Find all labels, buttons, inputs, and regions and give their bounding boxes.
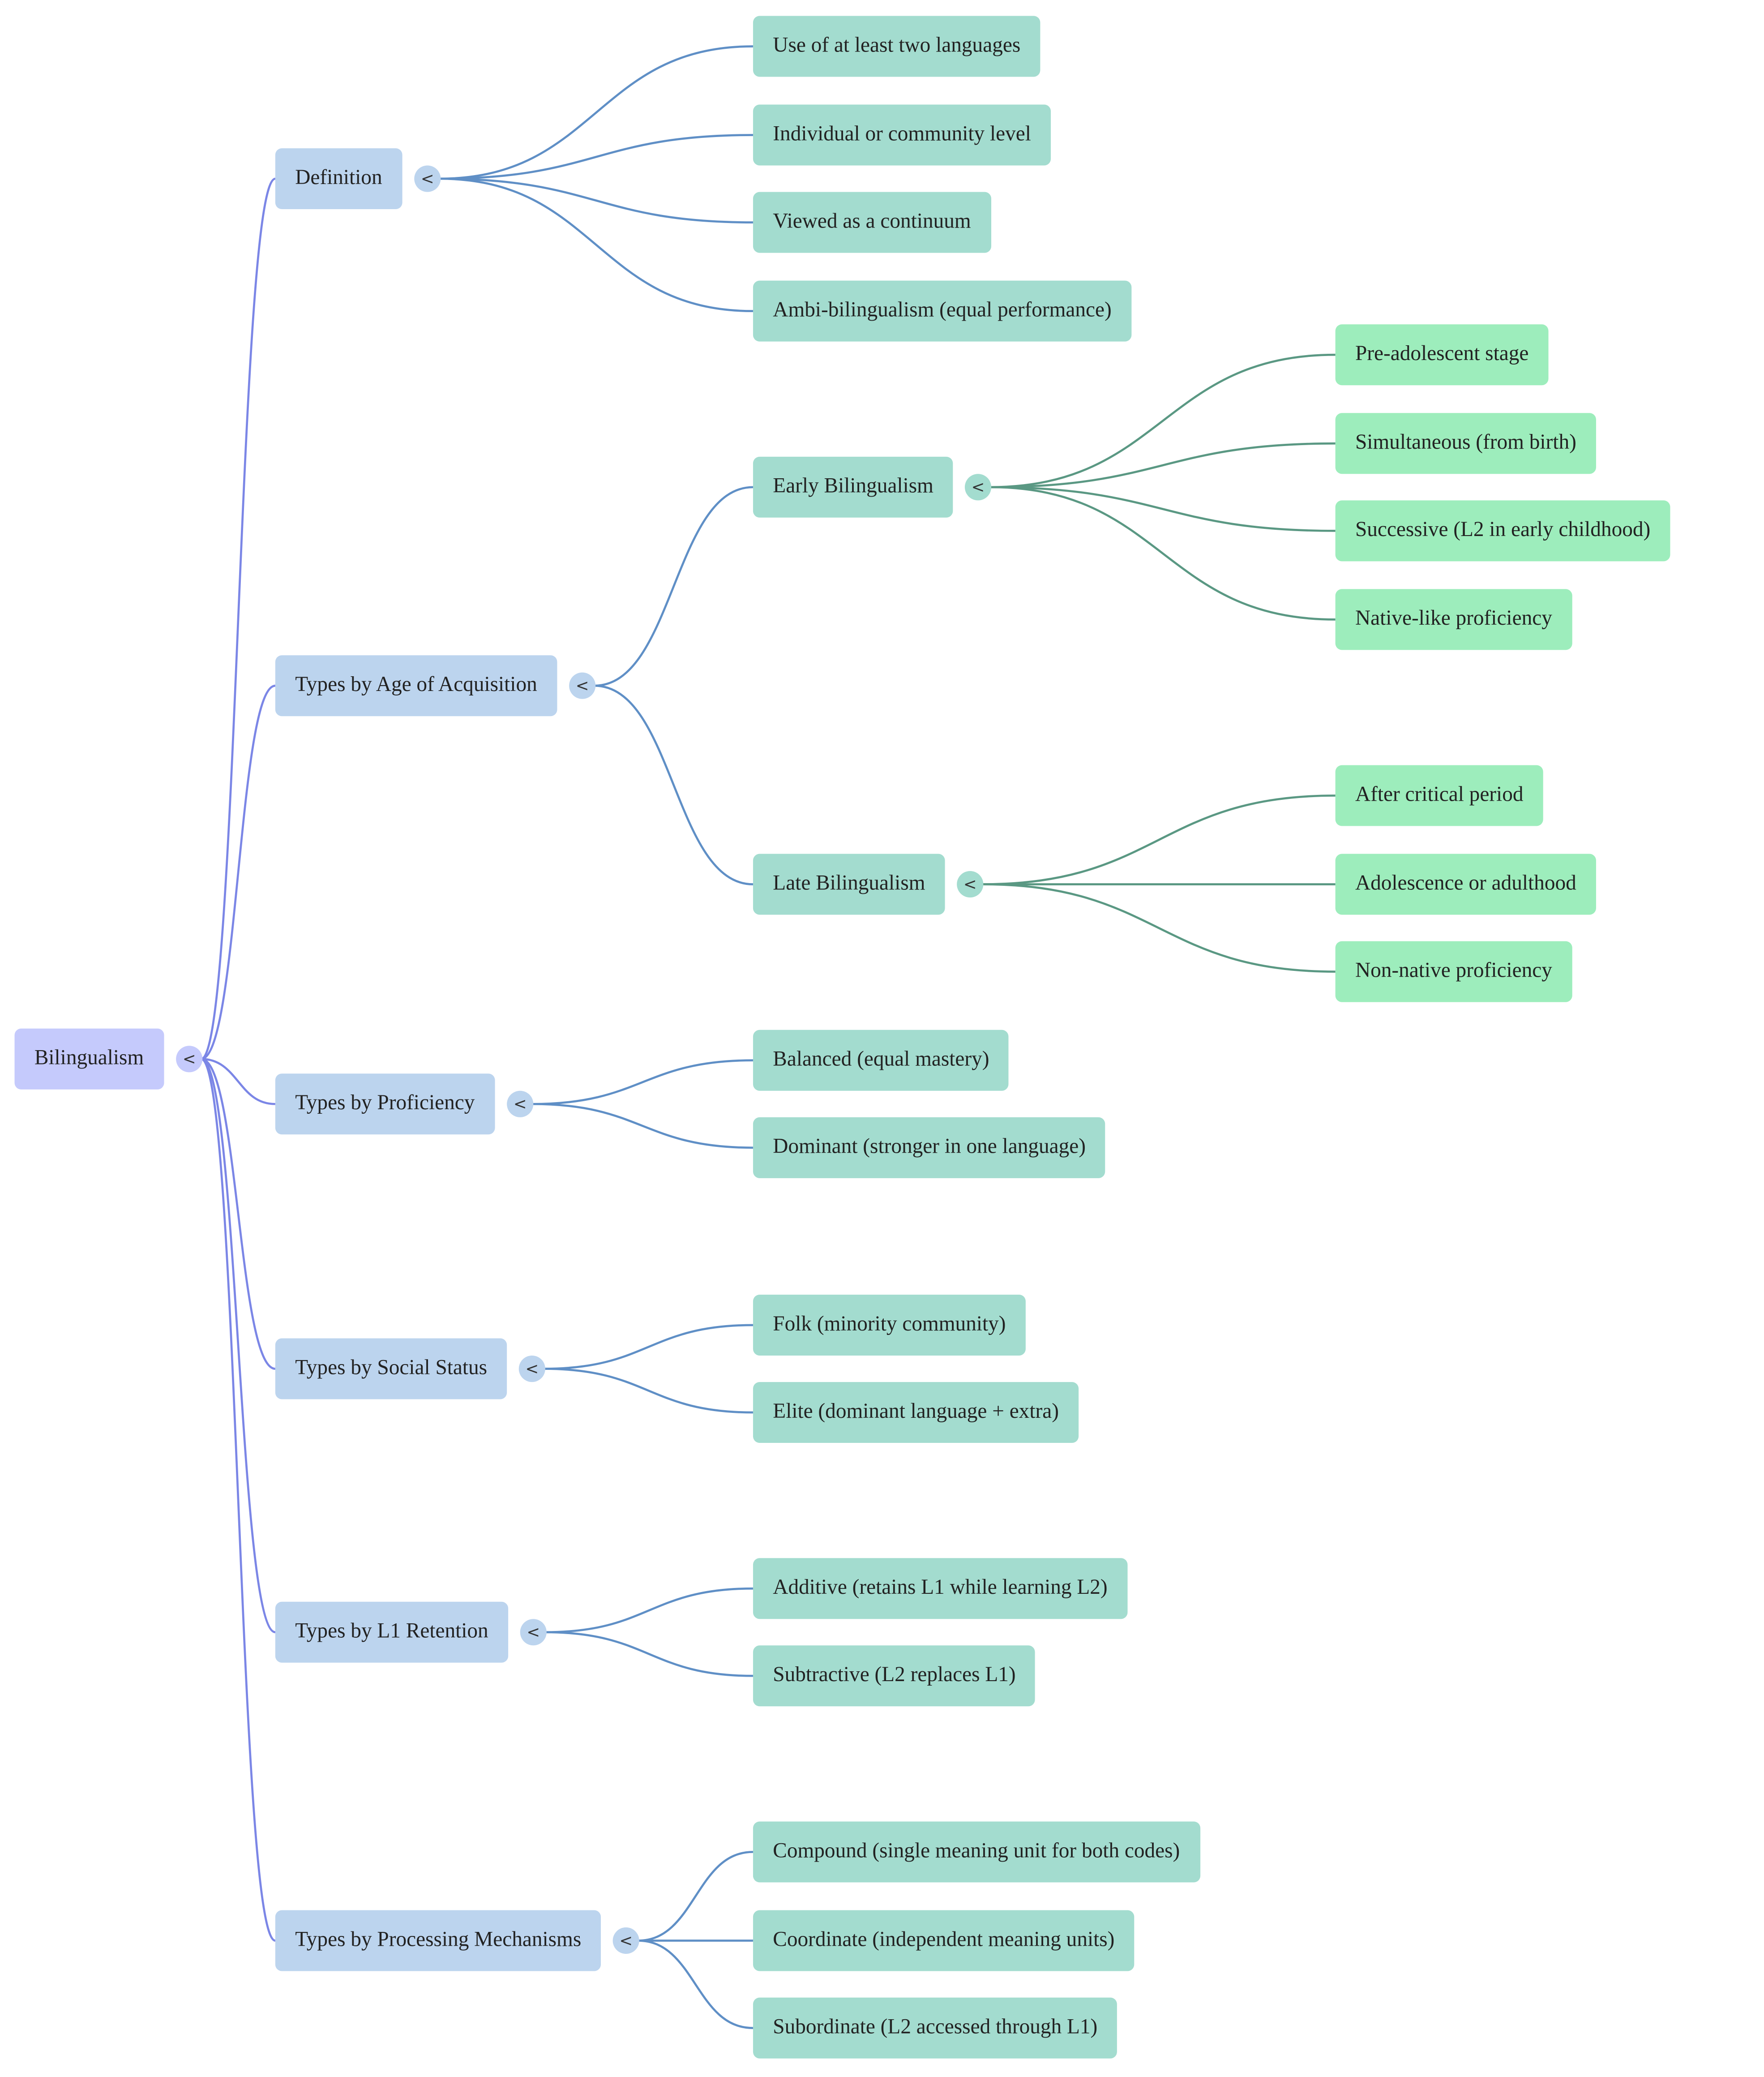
collapse-toggle-icon[interactable]: < bbox=[964, 474, 992, 501]
connector-types-by-social-status bbox=[201, 1058, 276, 1370]
connector-after-critical-period bbox=[982, 794, 1336, 885]
collapse-toggle-icon[interactable]: < bbox=[414, 165, 441, 192]
node-individual-or-community-level[interactable]: Individual or community level bbox=[753, 104, 1051, 166]
collapse-toggle-icon[interactable]: < bbox=[957, 871, 984, 898]
connector-use-of-at-least-two-languages bbox=[439, 45, 753, 180]
node-non-native-proficiency[interactable]: Non-native proficiency bbox=[1335, 941, 1572, 1002]
connector-dominant-stronger-in-one-language bbox=[532, 1103, 753, 1149]
connector-definition bbox=[201, 177, 276, 1060]
connector-compound-single-meaning-unit-for-both-codes bbox=[638, 1851, 753, 1942]
node-dominant-stronger-in-one-language[interactable]: Dominant (stronger in one language) bbox=[753, 1117, 1106, 1178]
node-ambi-bilingualism-equal-performance[interactable]: Ambi-bilingualism (equal performance) bbox=[753, 280, 1132, 342]
node-early-bilingualism[interactable]: Early Bilingualism bbox=[753, 456, 954, 518]
node-viewed-as-a-continuum[interactable]: Viewed as a continuum bbox=[753, 192, 991, 253]
node-use-of-at-least-two-languages[interactable]: Use of at least two languages bbox=[753, 16, 1040, 77]
connector-subtractive-l2-replaces-l1 bbox=[545, 1631, 753, 1677]
node-coordinate-independent-meaning-units[interactable]: Coordinate (independent meaning units) bbox=[753, 1910, 1135, 1971]
node-types-by-l1-retention[interactable]: Types by L1 Retention bbox=[275, 1601, 509, 1663]
node-types-by-processing-mechanisms[interactable]: Types by Processing Mechanisms bbox=[275, 1910, 601, 1971]
connector-late-bilingualism bbox=[594, 684, 753, 885]
connector-successive-l2-in-early-childhood bbox=[990, 486, 1336, 532]
connector-pre-adolescent-stage bbox=[990, 353, 1336, 489]
node-bilingualism[interactable]: Bilingualism bbox=[14, 1028, 164, 1090]
connector-balanced-equal-mastery bbox=[532, 1059, 753, 1105]
node-successive-l2-in-early-childhood[interactable]: Successive (L2 in early childhood) bbox=[1335, 500, 1670, 562]
connector-elite-dominant-language-extra bbox=[544, 1368, 753, 1414]
connector-viewed-as-a-continuum bbox=[439, 177, 753, 223]
node-pre-adolescent-stage[interactable]: Pre-adolescent stage bbox=[1335, 324, 1549, 386]
collapse-toggle-icon[interactable]: < bbox=[518, 1355, 545, 1382]
collapse-toggle-icon[interactable]: < bbox=[612, 1927, 639, 1954]
node-types-by-social-status[interactable]: Types by Social Status bbox=[275, 1338, 507, 1399]
node-folk-minority-community[interactable]: Folk (minority community) bbox=[753, 1294, 1026, 1356]
node-balanced-equal-mastery[interactable]: Balanced (equal mastery) bbox=[753, 1030, 1009, 1091]
node-after-critical-period[interactable]: After critical period bbox=[1335, 765, 1543, 826]
node-late-bilingualism[interactable]: Late Bilingualism bbox=[753, 854, 945, 915]
node-adolescence-or-adulthood[interactable]: Adolescence or adulthood bbox=[1335, 854, 1597, 915]
connector-types-by-l1-retention bbox=[201, 1058, 276, 1634]
connector-native-like-proficiency bbox=[990, 486, 1336, 621]
node-definition[interactable]: Definition bbox=[275, 148, 402, 210]
node-simultaneous-from-birth[interactable]: Simultaneous (from birth) bbox=[1335, 413, 1597, 474]
node-subordinate-l2-accessed-through-l1[interactable]: Subordinate (L2 accessed through L1) bbox=[753, 1997, 1117, 2059]
connector-early-bilingualism bbox=[594, 486, 753, 687]
connector-subordinate-l2-accessed-through-l1 bbox=[638, 1940, 753, 2029]
node-native-like-proficiency[interactable]: Native-like proficiency bbox=[1335, 589, 1572, 650]
node-compound-single-meaning-unit-for-both-codes[interactable]: Compound (single meaning unit for both c… bbox=[753, 1821, 1200, 1883]
collapse-toggle-icon[interactable]: < bbox=[176, 1046, 203, 1073]
connector-additive-retains-l1-while-learning-l2 bbox=[545, 1587, 753, 1634]
node-elite-dominant-language-extra[interactable]: Elite (dominant language + extra) bbox=[753, 1382, 1079, 1443]
collapse-toggle-icon[interactable]: < bbox=[520, 1619, 547, 1646]
node-subtractive-l2-replaces-l1[interactable]: Subtractive (L2 replaces L1) bbox=[753, 1645, 1036, 1707]
connector-types-by-proficiency bbox=[201, 1058, 275, 1105]
node-additive-retains-l1-while-learning-l2[interactable]: Additive (retains L1 while learning L2) bbox=[753, 1558, 1127, 1619]
connector-types-by-processing-mechanisms bbox=[201, 1058, 276, 1942]
collapse-toggle-icon[interactable]: < bbox=[569, 672, 596, 699]
collapse-toggle-icon[interactable]: < bbox=[507, 1090, 534, 1117]
connector-non-native-proficiency bbox=[982, 883, 1336, 973]
connector-simultaneous-from-birth bbox=[990, 442, 1336, 489]
node-types-by-age-of-acquisition[interactable]: Types by Age of Acquisition bbox=[275, 655, 557, 717]
node-types-by-proficiency[interactable]: Types by Proficiency bbox=[275, 1073, 495, 1135]
connector-types-by-age-of-acquisition bbox=[201, 684, 276, 1060]
connector-individual-or-community-level bbox=[439, 134, 753, 180]
connector-folk-minority-community bbox=[544, 1324, 753, 1370]
connector-ambi-bilingualism-equal-performance bbox=[439, 177, 753, 313]
